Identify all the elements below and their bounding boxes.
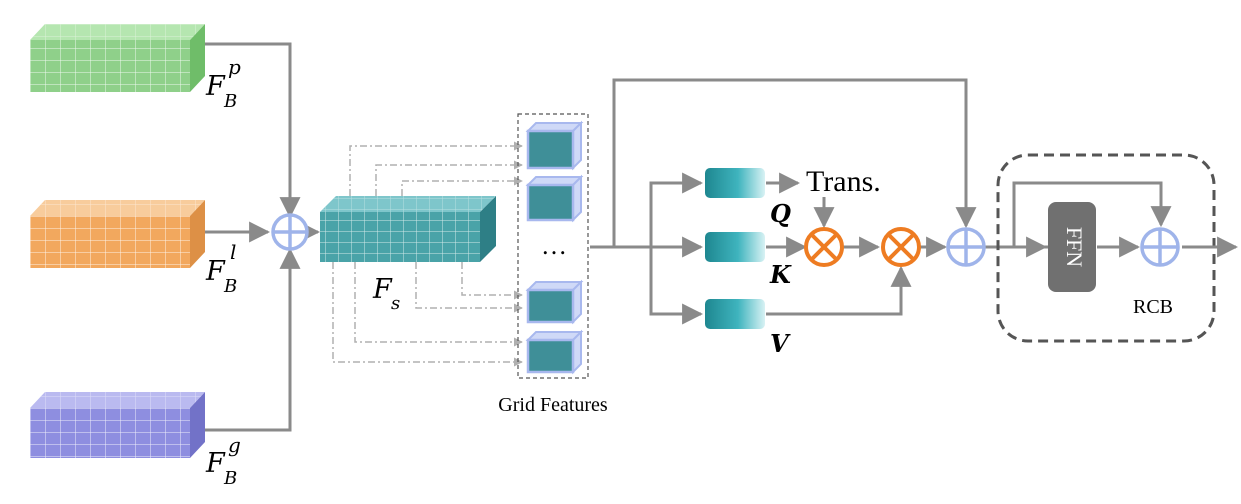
feature-block-l bbox=[30, 200, 205, 268]
label-v: V bbox=[770, 329, 791, 358]
svg-text:F: F bbox=[372, 274, 393, 305]
grid-cube bbox=[525, 279, 584, 325]
grid-features-box bbox=[517, 113, 589, 379]
query-projection bbox=[705, 168, 765, 198]
svg-text:B: B bbox=[223, 91, 237, 112]
grid-sampling-lines bbox=[332, 141, 523, 367]
svg-text:F: F bbox=[205, 448, 226, 479]
svg-text:s: s bbox=[391, 293, 400, 314]
feature-block-g bbox=[30, 392, 205, 458]
svg-text:g: g bbox=[228, 433, 241, 457]
fused-feature-block bbox=[320, 196, 496, 262]
circled-times-icon bbox=[881, 227, 921, 267]
value-projection bbox=[705, 299, 765, 329]
ffn-block: FFN bbox=[1048, 202, 1096, 292]
rcb-box bbox=[996, 153, 1216, 343]
label-f-b-l: F B l bbox=[205, 240, 237, 297]
rcb-label: RCB bbox=[1133, 296, 1173, 318]
label-k: K bbox=[769, 260, 792, 289]
svg-text:B: B bbox=[223, 276, 237, 297]
svg-text:B: B bbox=[223, 468, 237, 489]
circled-plus-icon bbox=[946, 227, 986, 267]
grid-features-label: Grid Features bbox=[498, 394, 608, 416]
svg-text:F: F bbox=[205, 71, 226, 102]
rcb-arrows bbox=[1010, 181, 1239, 258]
key-projection bbox=[705, 232, 765, 262]
grid-cube bbox=[525, 120, 584, 171]
grid-ellipsis: … bbox=[541, 231, 567, 260]
svg-text:p: p bbox=[228, 55, 241, 79]
grid-cube bbox=[525, 174, 584, 223]
grid-cube bbox=[525, 329, 584, 375]
feature-block-p bbox=[30, 24, 205, 92]
circled-times-icon bbox=[804, 227, 844, 267]
svg-text:F: F bbox=[205, 256, 226, 287]
label-f-s: F s bbox=[372, 274, 400, 314]
label-f-b-g: F B g bbox=[205, 433, 241, 489]
svg-text:FFN: FFN bbox=[1062, 227, 1087, 267]
svg-text:l: l bbox=[230, 240, 236, 264]
circled-plus-icon bbox=[271, 213, 309, 251]
input-arrows bbox=[205, 42, 321, 432]
label-q: Q bbox=[770, 199, 791, 228]
label-trans: Trans. bbox=[806, 165, 881, 198]
label-f-b-p: F B p bbox=[205, 55, 241, 112]
circled-plus-icon bbox=[1140, 227, 1180, 267]
